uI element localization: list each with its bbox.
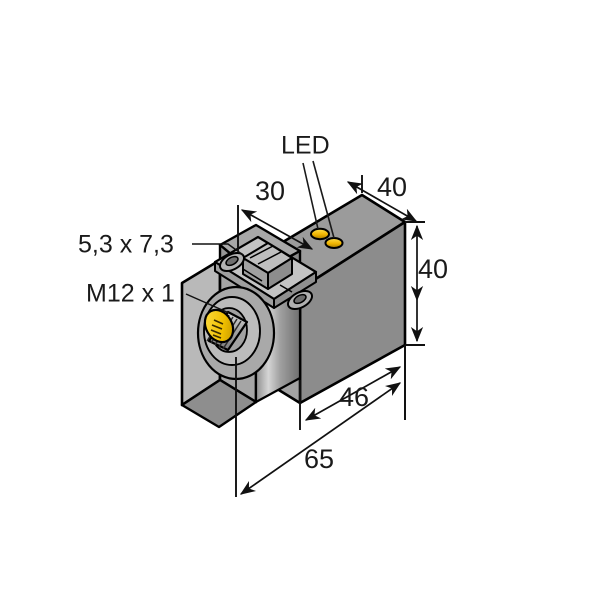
leader-lines (185, 160, 335, 314)
mounting-slot-left (218, 251, 246, 273)
connector-end-face (203, 308, 235, 344)
sensor-body (180, 193, 407, 429)
mounting-slot-right (286, 289, 314, 311)
led-indicator-right-icon (324, 237, 344, 249)
dim-label-40-depth: 40 (377, 172, 407, 202)
bracket-nut-score-2 (257, 251, 282, 265)
bracket-bridge-left (242, 268, 263, 282)
bracket-nut-right (267, 257, 293, 290)
led-leader-left (302, 162, 319, 230)
dim-label-65: 65 (304, 444, 334, 474)
m12-connector (196, 285, 276, 381)
thread-size-label: M12 x 1 (86, 280, 175, 308)
led-indicator-left-icon (310, 227, 330, 241)
dim-line-40-depth (346, 181, 418, 222)
dim-label-30: 30 (255, 176, 285, 206)
connector-pins (210, 319, 224, 339)
slot-size-label: 5,3 x 7,3 (78, 231, 174, 259)
drawing-labels: LED 5,3 x 7,3 M12 x 1 30 40 40 46 65 (78, 132, 448, 475)
dim-label-40-height: 40 (418, 254, 448, 284)
dim-line-65 (239, 382, 402, 495)
bracket-bridge-right (279, 284, 293, 293)
slot-leader (192, 243, 244, 256)
thread-leader (185, 293, 230, 314)
dim-label-46: 46 (339, 382, 369, 412)
bracket-base-side-right (273, 271, 317, 309)
dim-line-30 (240, 209, 314, 250)
led-leader-right (312, 160, 335, 239)
dimension-lines (235, 175, 425, 497)
led-label: LED (281, 132, 330, 160)
